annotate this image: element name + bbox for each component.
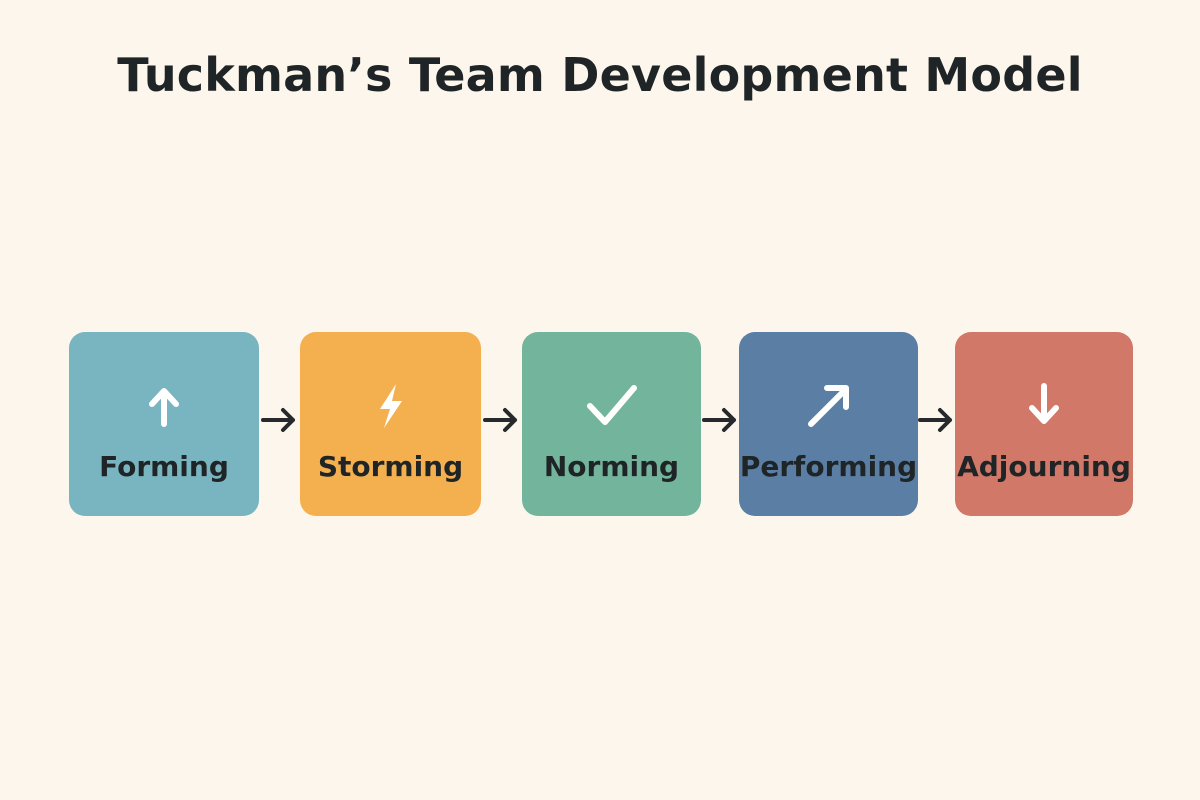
stage-performing: Performing bbox=[739, 332, 918, 516]
stage-label: Forming bbox=[99, 450, 229, 483]
lightning-icon bbox=[363, 378, 419, 434]
checkmark-icon bbox=[584, 378, 640, 434]
arrow-up-right-icon bbox=[801, 378, 857, 434]
connector-arrow-icon bbox=[700, 402, 740, 438]
stage-label: Norming bbox=[543, 450, 680, 483]
connector-arrow-icon bbox=[916, 402, 956, 438]
arrow-down-icon bbox=[1016, 378, 1072, 434]
stage-label: Storming bbox=[317, 450, 464, 483]
arrow-up-icon bbox=[136, 378, 192, 434]
stage-forming: Forming bbox=[69, 332, 259, 516]
stage-label: Performing bbox=[739, 450, 918, 483]
connector-arrow-icon bbox=[481, 402, 521, 438]
stage-adjourning: Adjourning bbox=[955, 332, 1133, 516]
stage-norming: Norming bbox=[522, 332, 701, 516]
diagram-title: Tuckman’s Team Development Model bbox=[117, 48, 1083, 102]
stage-label: Adjourning bbox=[957, 450, 1131, 483]
connector-arrow-icon bbox=[259, 402, 299, 438]
stage-storming: Storming bbox=[300, 332, 481, 516]
